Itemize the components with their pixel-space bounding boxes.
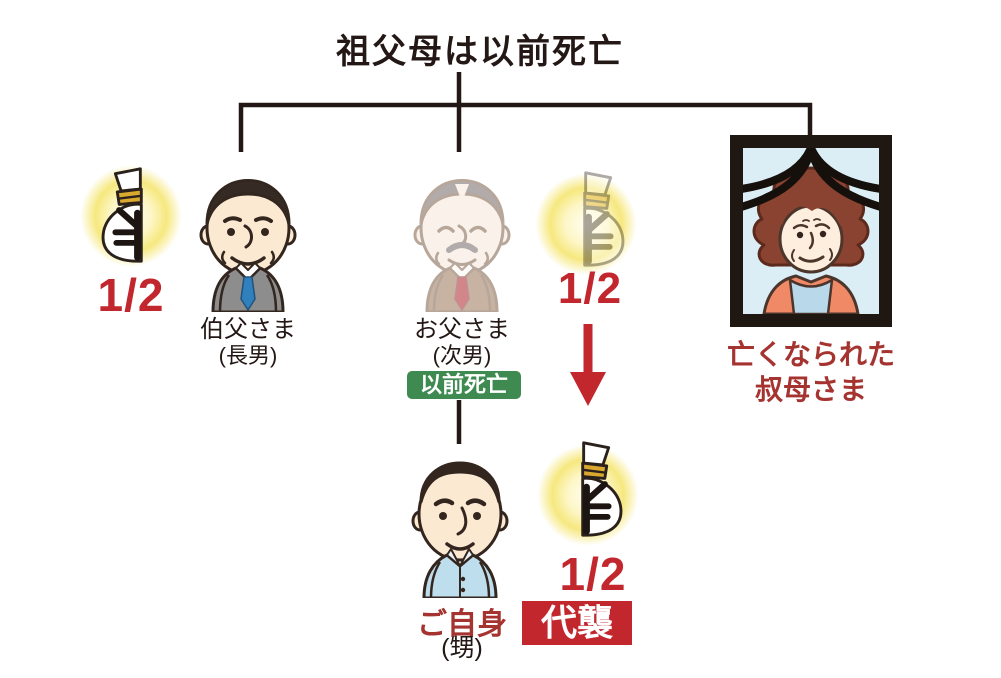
father-name-label: お父さま: [414, 316, 510, 343]
funeral-portrait-icon: [730, 135, 892, 327]
yen-money-bag-half-icon: [573, 439, 627, 539]
uncle-share-fraction: 1/2: [97, 269, 165, 321]
yen-money-bag-half-icon-faded: [575, 169, 629, 269]
succession-badge: 代襲: [522, 601, 632, 645]
uncle-name-label: 伯父さま: [200, 316, 296, 343]
self-illustration: [411, 461, 509, 598]
uncle-role-label: (長男): [218, 343, 278, 368]
self-role-label: (甥): [441, 634, 483, 662]
uncle-illustration: [199, 179, 297, 312]
aunt-label-line2: 叔母さま: [754, 374, 867, 405]
aunt-share-fraction: 1/2: [557, 264, 623, 313]
yen-money-bag-half-icon: [97, 165, 151, 265]
diagram-title: 祖父母は以前死亡: [336, 33, 624, 71]
down-arrow-icon: [570, 324, 606, 406]
aunt-label-line1: 亡くなられた: [726, 339, 895, 370]
self-share-fraction: 1/2: [559, 548, 627, 600]
father-illustration: [413, 179, 511, 312]
self-name-label: ご自身: [417, 608, 507, 641]
father-role-label: (次男): [432, 343, 492, 368]
aunt-deceased-label: 亡くなられた 叔母さま: [711, 337, 911, 407]
father-deceased-badge: 以前死亡: [407, 371, 521, 399]
